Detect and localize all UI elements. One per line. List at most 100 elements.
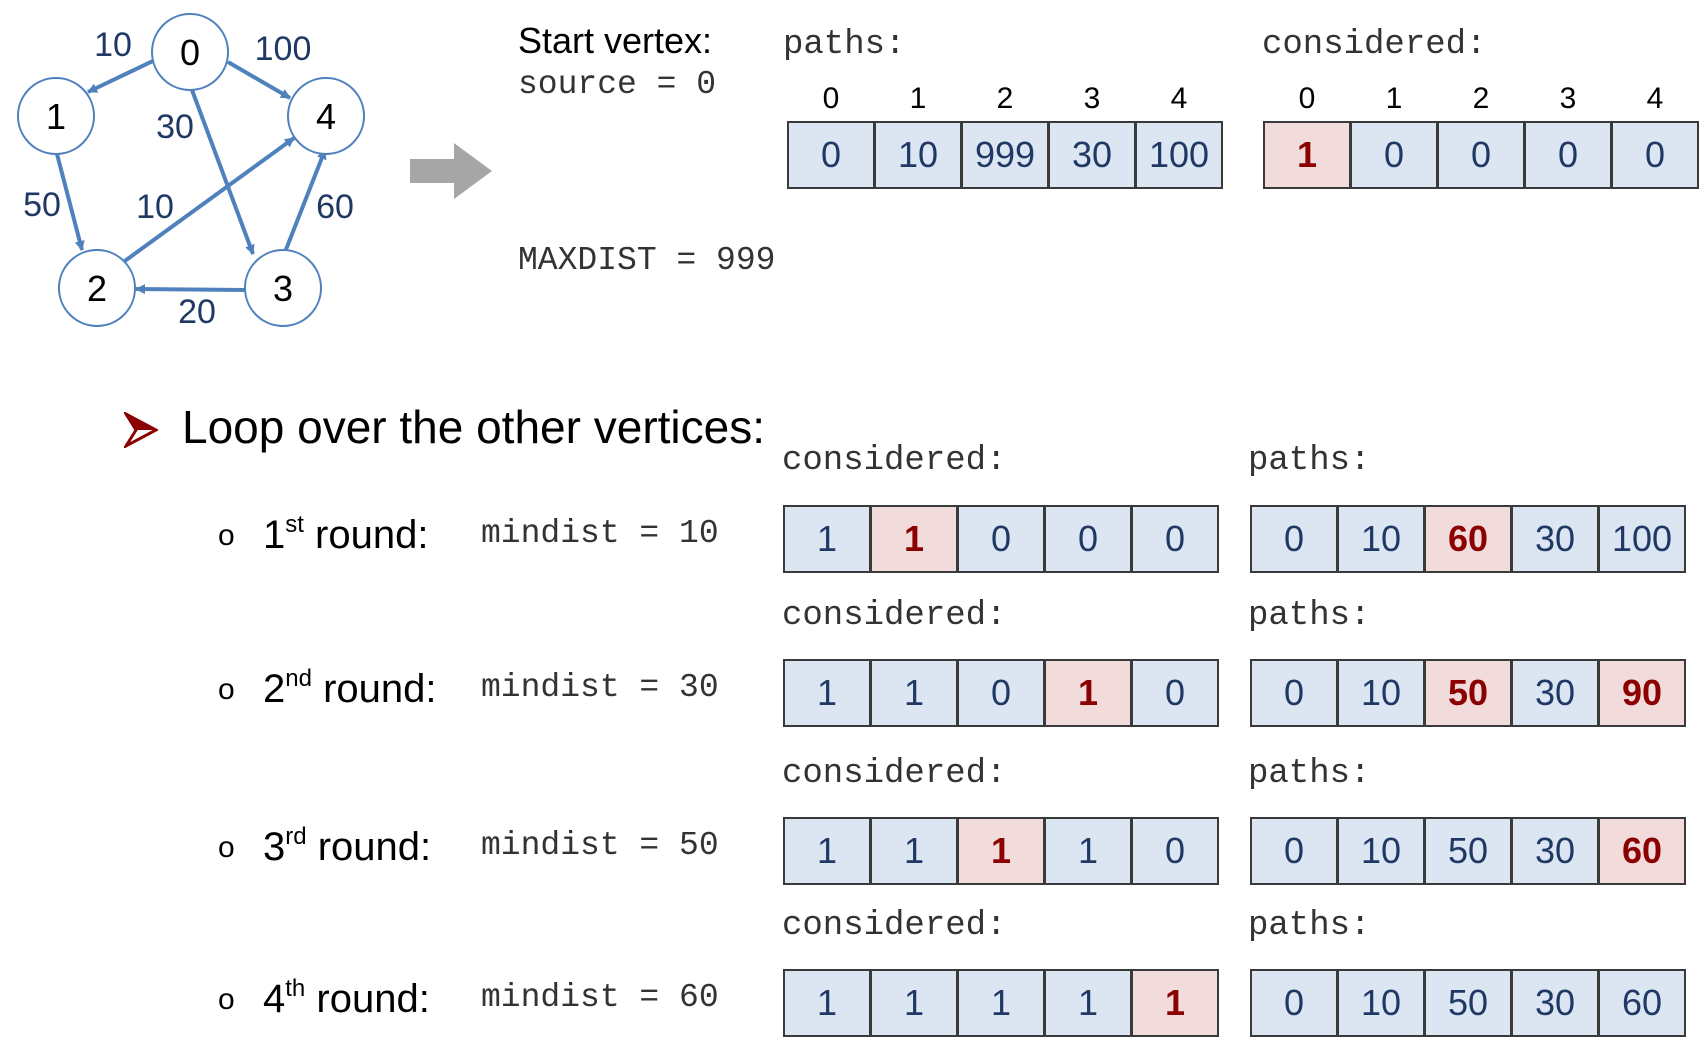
round-2-considered-cell-4: 0 xyxy=(1131,659,1219,727)
node-1: 1 xyxy=(17,77,95,155)
node-2: 2 xyxy=(58,249,136,327)
round-number: 2 xyxy=(263,667,286,711)
round-2-considered-cell-3: 1 xyxy=(1044,659,1132,727)
weight-0-1: 10 xyxy=(94,26,132,64)
round-3-considered-cell-3: 1 xyxy=(1044,817,1132,885)
svg-text:3: 3 xyxy=(273,268,293,309)
round-1-label: 1st round: xyxy=(263,511,428,558)
init-considered-label: considered: xyxy=(1262,26,1487,64)
round-3-considered-cell-1: 1 xyxy=(870,817,958,885)
init-paths-index-3: 3 xyxy=(1083,82,1101,115)
weight-3-4: 60 xyxy=(316,188,354,226)
round-3-considered-cell-2: 1 xyxy=(957,817,1045,885)
round-4-considered-label: considered: xyxy=(782,907,1007,945)
round-4-paths-label: paths: xyxy=(1248,907,1371,945)
round-3-label: 3rd round: xyxy=(263,823,432,870)
edge-0-1 xyxy=(87,58,156,94)
round-2-considered-cell-2: 0 xyxy=(957,659,1045,727)
round-3-considered-cell-0: 1 xyxy=(783,817,871,885)
round-word: round: xyxy=(317,825,432,869)
round-2-paths-cell-2: 50 xyxy=(1424,659,1512,727)
round-bullet: o xyxy=(218,831,235,864)
init-paths-cell-2: 999 xyxy=(961,121,1049,189)
round-4-paths-cell-0: 0 xyxy=(1250,969,1338,1037)
edge-1-2 xyxy=(55,153,85,251)
round-2-considered-cell-0: 1 xyxy=(783,659,871,727)
round-3-paths-cell-3: 30 xyxy=(1511,817,1599,885)
round-1-mindist: mindist = 10 xyxy=(481,515,719,552)
round-3-paths-cell-1: 10 xyxy=(1337,817,1425,885)
round-2-considered-label: considered: xyxy=(782,597,1007,635)
init-considered-index-2: 2 xyxy=(1472,82,1490,115)
round-1-paths-cell-1: 10 xyxy=(1337,505,1425,573)
round-3-paths-cell-4: 60 xyxy=(1598,817,1686,885)
weight-0-3: 30 xyxy=(156,108,194,146)
round-2-paths-cell-4: 90 xyxy=(1598,659,1686,727)
round-4-considered-cell-3: 1 xyxy=(1044,969,1132,1037)
init-considered-index-1: 1 xyxy=(1385,82,1403,115)
round-bullet: o xyxy=(218,983,235,1016)
round-number: 4 xyxy=(263,977,286,1021)
round-1-paths-cell-3: 30 xyxy=(1511,505,1599,573)
round-1-considered-cell-3: 0 xyxy=(1044,505,1132,573)
round-4-paths-cell-1: 10 xyxy=(1337,969,1425,1037)
init-paths-index-2: 2 xyxy=(996,82,1014,115)
round-4-paths-cell-2: 50 xyxy=(1424,969,1512,1037)
weight-1-2: 50 xyxy=(23,186,61,224)
round-2-paths-cell-3: 30 xyxy=(1511,659,1599,727)
svg-text:0: 0 xyxy=(180,32,200,73)
svg-text:2: 2 xyxy=(87,268,107,309)
init-considered-cell-1: 0 xyxy=(1350,121,1438,189)
edge-3-4 xyxy=(283,149,327,253)
round-2-paths-cell-1: 10 xyxy=(1337,659,1425,727)
weight-2-4: 10 xyxy=(136,188,174,226)
init-paths-cell-1: 10 xyxy=(874,121,962,189)
round-number: 3 xyxy=(263,825,286,869)
round-2-label: 2nd round: xyxy=(263,665,437,712)
init-considered-index-4: 4 xyxy=(1646,82,1664,115)
edge-0-3 xyxy=(190,89,255,255)
round-1-considered-cell-0: 1 xyxy=(783,505,871,573)
round-1-paths-cell-4: 100 xyxy=(1598,505,1686,573)
init-considered-index-0: 0 xyxy=(1298,82,1316,115)
round-ordinal-suffix: nd xyxy=(285,665,312,692)
start-vertex-label: Start vertex: xyxy=(518,20,713,61)
round-2-mindist: mindist = 30 xyxy=(481,669,719,706)
node-0: 0 xyxy=(151,13,229,91)
round-1-considered-cell-2: 0 xyxy=(957,505,1045,573)
edge-2-4 xyxy=(120,136,296,265)
round-bullet: o xyxy=(218,519,235,552)
round-4-considered-cell-0: 1 xyxy=(783,969,871,1037)
init-paths-index-0: 0 xyxy=(822,82,840,115)
init-considered-cell-2: 0 xyxy=(1437,121,1525,189)
source-text: source = 0 xyxy=(518,66,717,103)
round-ordinal-suffix: th xyxy=(285,975,306,1002)
edge-3-2 xyxy=(135,284,246,295)
round-2-considered-cell-1: 1 xyxy=(870,659,958,727)
round-1-paths-cell-0: 0 xyxy=(1250,505,1338,573)
round-1-considered-cell-1: 1 xyxy=(870,505,958,573)
init-considered-cell-0: 1 xyxy=(1263,121,1351,189)
round-1-considered-label: considered: xyxy=(782,442,1007,480)
round-3-considered-label: considered: xyxy=(782,755,1007,793)
round-2-paths-cell-0: 0 xyxy=(1250,659,1338,727)
svg-text:4: 4 xyxy=(316,96,336,137)
round-1-paths-cell-2: 60 xyxy=(1424,505,1512,573)
weight-0-4: 100 xyxy=(255,30,312,68)
round-4-label: 4th round: xyxy=(263,975,430,1022)
round-4-considered-cell-2: 1 xyxy=(957,969,1045,1037)
round-3-paths-label: paths: xyxy=(1248,755,1371,793)
round-4-paths-cell-4: 60 xyxy=(1598,969,1686,1037)
init-paths-index-1: 1 xyxy=(909,82,927,115)
loop-heading: Loop over the other vertices: xyxy=(182,401,765,453)
svg-text:1: 1 xyxy=(46,96,66,137)
round-4-mindist: mindist = 60 xyxy=(481,979,719,1016)
round-number: 1 xyxy=(263,513,286,557)
arrowhead-bullet-icon xyxy=(124,412,158,448)
round-ordinal-suffix: st xyxy=(285,511,304,538)
init-paths-label: paths: xyxy=(783,26,906,64)
init-considered-index-3: 3 xyxy=(1559,82,1577,115)
round-ordinal-suffix: rd xyxy=(285,823,307,850)
round-word: round: xyxy=(323,667,437,711)
init-paths-cell-3: 30 xyxy=(1048,121,1136,189)
